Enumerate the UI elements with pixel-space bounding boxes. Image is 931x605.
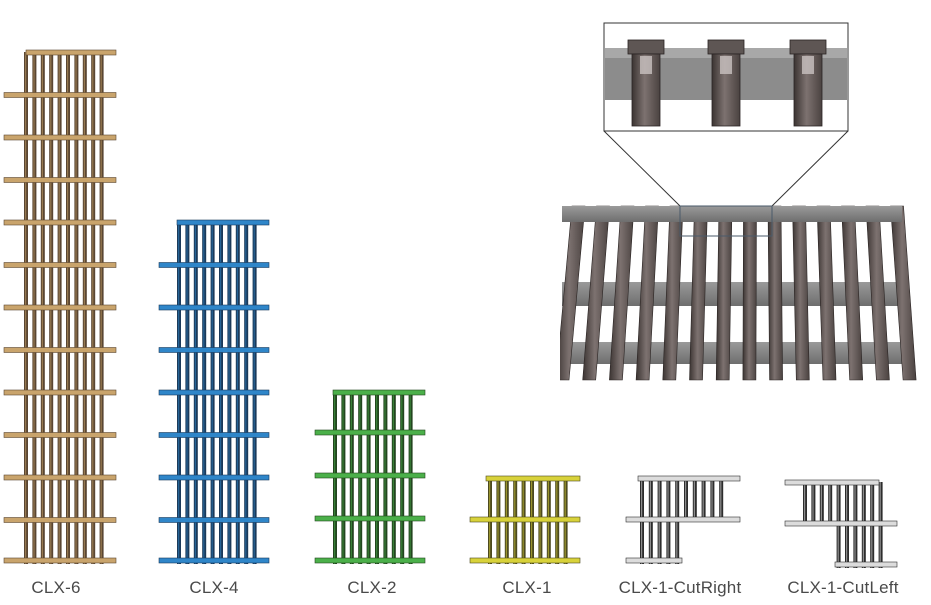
- rail: [176, 219, 270, 226]
- rail: [625, 557, 683, 564]
- slat-highlight: [720, 478, 722, 522]
- zoom-inset: [603, 22, 849, 207]
- rail: [314, 515, 426, 522]
- clx-1-cutright-grid: [625, 475, 741, 564]
- module-clx-2: [313, 388, 431, 570]
- rail: [314, 557, 426, 564]
- grille-slat: [715, 205, 733, 381]
- rail: [3, 92, 117, 98]
- clx-1-grid: [469, 475, 581, 564]
- inset-slat: [711, 53, 741, 127]
- clx-1-cutleft-grid: [784, 479, 898, 568]
- caption-clx-4: CLX-4: [189, 578, 239, 597]
- rail: [3, 474, 117, 481]
- rail: [3, 177, 117, 183]
- rail: [637, 475, 741, 482]
- caption-clx-2: CLX-2: [347, 578, 397, 597]
- rail: [332, 389, 426, 396]
- slat-highlight: [804, 482, 806, 526]
- rail: [625, 516, 741, 523]
- rail: [158, 389, 270, 396]
- rail: [3, 134, 117, 141]
- rail: [158, 474, 270, 481]
- rail: [485, 475, 581, 482]
- rail: [469, 516, 581, 523]
- rail: [834, 561, 898, 568]
- slat-highlight: [829, 482, 831, 526]
- rail: [158, 557, 270, 564]
- module-clx-1: [468, 474, 586, 570]
- caption-clx-1-cutleft: CLX-1-CutLeft: [787, 578, 899, 597]
- rail: [158, 262, 270, 268]
- detail-svg: [555, 22, 917, 381]
- inset-clip: [627, 39, 665, 55]
- rail: [314, 472, 426, 479]
- inset-slat-face: [640, 56, 652, 74]
- grille-slat: [767, 205, 783, 381]
- slat-highlight: [711, 478, 713, 522]
- grille-slat: [742, 205, 757, 381]
- rail: [3, 219, 117, 226]
- caption-clx-1-cutright: CLX-1-CutRight: [618, 578, 742, 597]
- rail: [3, 432, 117, 438]
- perspective-grille: [555, 205, 917, 381]
- clx-2-grid: [314, 389, 426, 564]
- rail: [158, 304, 270, 311]
- rail: [25, 49, 117, 56]
- slat-highlight: [820, 482, 822, 526]
- rail: [3, 347, 117, 353]
- rail: [784, 479, 880, 486]
- inset-clip: [707, 39, 745, 55]
- rail: [784, 520, 898, 527]
- rail: [3, 262, 117, 268]
- slat-highlight: [693, 478, 695, 522]
- rail: [158, 517, 270, 523]
- module-clx-4: [157, 218, 275, 570]
- caption-clx-1: CLX-1: [502, 578, 552, 597]
- module-clx-1-cutright: [624, 474, 744, 570]
- rail: [314, 429, 426, 436]
- slat-highlight: [812, 482, 814, 526]
- detail-view: [555, 20, 920, 390]
- rail: [158, 432, 270, 438]
- inset-slat-face: [720, 56, 732, 74]
- module-clx-6: [3, 48, 124, 570]
- rail: [3, 304, 117, 311]
- rail: [3, 389, 117, 396]
- rail: [3, 557, 117, 564]
- module-clx-1-cutleft: [783, 478, 903, 570]
- inset-clip: [789, 39, 827, 55]
- inset-slat-face: [802, 56, 814, 74]
- rail: [469, 557, 581, 564]
- rail: [158, 347, 270, 353]
- rail: [3, 517, 117, 523]
- slat-highlight: [702, 478, 704, 522]
- clx-4-grid: [158, 219, 270, 564]
- clx-6-grid: [3, 49, 117, 564]
- slat-highlight: [685, 478, 687, 522]
- caption-clx-6: CLX-6: [31, 578, 81, 597]
